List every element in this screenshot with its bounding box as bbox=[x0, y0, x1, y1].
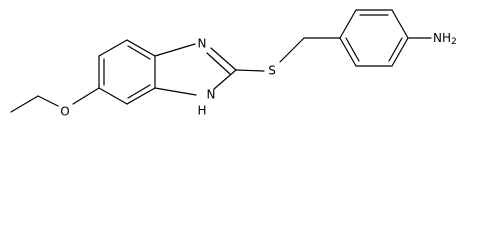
thioether-linker bbox=[235, 37, 341, 72]
benzimidazole-benzene-ring bbox=[98, 39, 156, 105]
molecule-svg: O N N H S bbox=[10, 9, 457, 119]
atom-amine-nitrogen: NH2 bbox=[433, 31, 457, 47]
bond-p1-p2 bbox=[339, 9, 357, 39]
structure-diagram: O N N H S bbox=[10, 9, 457, 119]
bond-c2-s bbox=[235, 69, 265, 72]
bond-b2-b3 bbox=[98, 39, 128, 57]
bond-o-aryl bbox=[72, 87, 100, 105]
aminophenyl-ring bbox=[339, 9, 432, 67]
double-bond-n-c2-outer bbox=[210, 47, 237, 71]
atom-hydrogen-nh: H bbox=[197, 104, 206, 118]
bond-p6-p1 bbox=[339, 37, 357, 67]
bond-c-n-top bbox=[154, 43, 196, 57]
bond-p3-p4 bbox=[391, 9, 409, 39]
bond-s-ch2 bbox=[279, 37, 305, 63]
imidazole-ring bbox=[154, 43, 237, 96]
bond-c2-nh bbox=[213, 69, 237, 90]
ethoxy-group bbox=[10, 87, 100, 113]
atom-oxygen: O bbox=[60, 105, 69, 119]
double-bond-b3-b4 bbox=[127, 45, 151, 60]
atom-nitrogen-top: N bbox=[198, 37, 207, 51]
bond-b3-b4 bbox=[126, 39, 156, 57]
bond-p4-p5 bbox=[391, 37, 409, 67]
double-bond-p4-p5 bbox=[388, 37, 403, 62]
atom-nitrogen-nh: N bbox=[207, 88, 216, 102]
bond-b5-b6 bbox=[126, 87, 156, 105]
atom-sulfur: S bbox=[268, 64, 276, 78]
bond-ch2-o bbox=[37, 95, 59, 107]
bond-nh-c bbox=[154, 87, 197, 96]
double-bond-b5-b6 bbox=[127, 84, 151, 99]
bond-b6-b1 bbox=[98, 87, 128, 105]
double-bond-n-c2-inner bbox=[206, 52, 231, 75]
double-bond-p6-p1 bbox=[345, 37, 360, 62]
bond-ch3-ch2 bbox=[10, 95, 39, 113]
